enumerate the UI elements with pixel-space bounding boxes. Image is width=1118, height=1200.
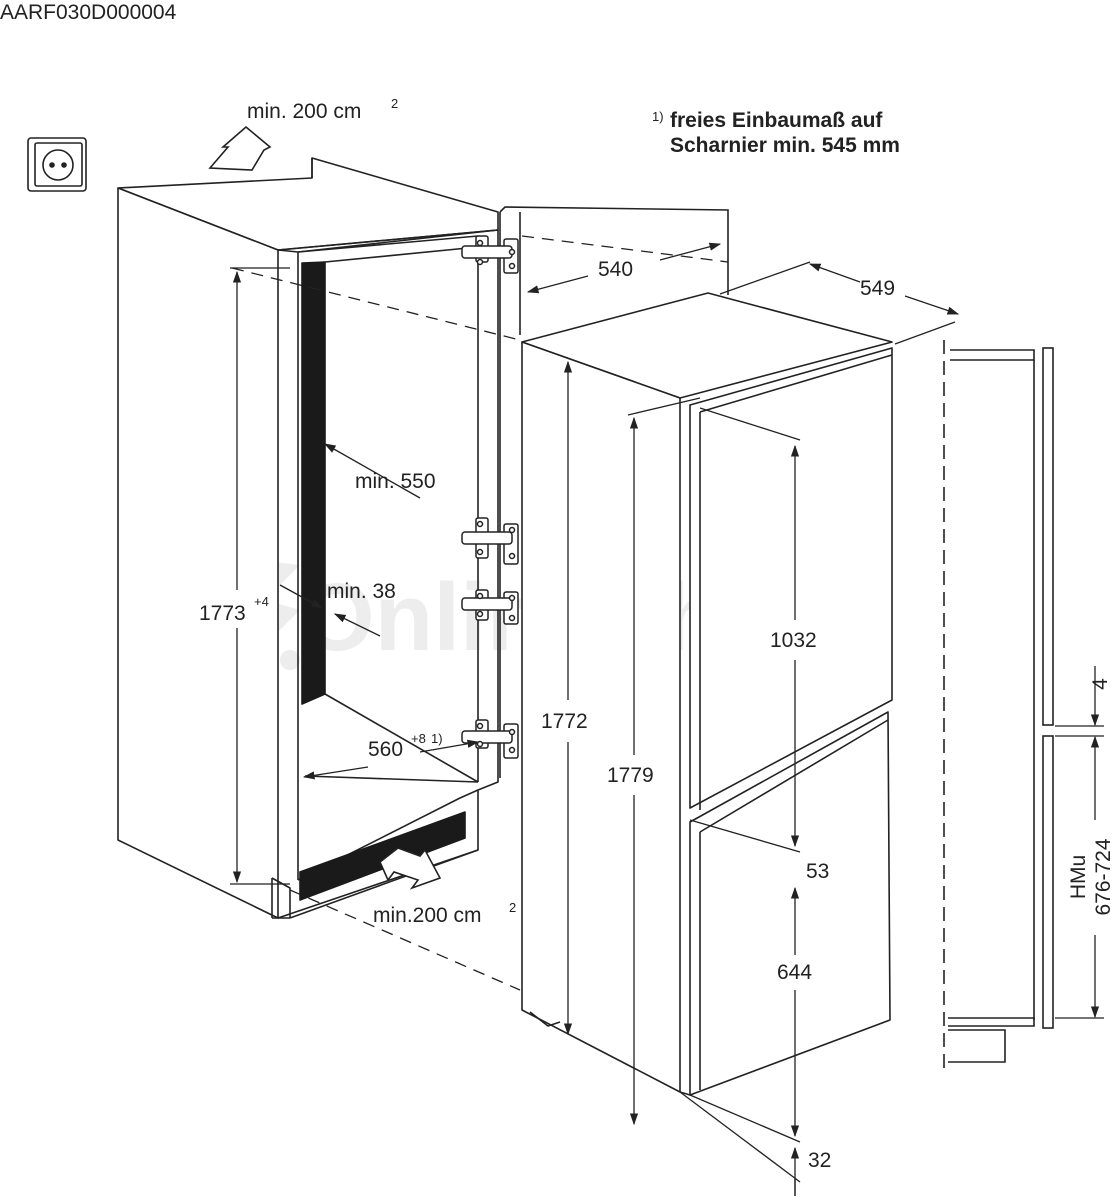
- appliance-dimensions: [526, 242, 960, 1196]
- hinge-mid2-icon: [461, 589, 519, 625]
- niche-height-label: 1773: [199, 602, 246, 625]
- footnote-line-1: freies Einbaumaß auf: [670, 109, 883, 132]
- vent-arrow-bottom: [379, 847, 442, 890]
- footnote-line-2: Scharnier min. 545 mm: [670, 134, 900, 157]
- vent-bottom-label: min.200 cm: [373, 904, 482, 927]
- hmu-label: HMu: [1067, 855, 1090, 899]
- min-550-label: min. 550: [355, 470, 436, 493]
- footnote: 1) freies Einbaumaß auf Scharnier min. 5…: [652, 109, 900, 157]
- dim-32-label: 32: [808, 1149, 831, 1172]
- cabinet: [117, 157, 499, 919]
- document-code: AARF030D000004: [0, 1, 177, 24]
- cabinet-door: [499, 206, 729, 778]
- door-hinges: [461, 235, 519, 759]
- hinge-top-icon: [461, 235, 519, 274]
- dim-549-label: 549: [860, 277, 895, 300]
- dim-644-label: 644: [777, 961, 812, 984]
- dim-540-label: 540: [598, 258, 633, 281]
- min-38-label: min. 38: [327, 580, 396, 603]
- dim-53-label: 53: [806, 860, 829, 883]
- appliance: [521, 292, 893, 1096]
- hmu-range-label: 676-724: [1092, 838, 1115, 915]
- cabinet-dimensions: [230, 235, 729, 991]
- dim-4-label: 4: [1089, 678, 1112, 690]
- vent-bottom-sup: 2: [509, 900, 516, 915]
- footnote-marker: 1): [652, 109, 664, 124]
- wall-socket-icon: [27, 137, 87, 192]
- dim-1032-label: 1032: [770, 629, 817, 652]
- dim-1779-label: 1779: [607, 764, 654, 787]
- niche-width-footnote: 1): [431, 731, 443, 746]
- vent-arrow-top: [208, 125, 272, 171]
- side-dimensions: [1055, 666, 1104, 1019]
- vent-top-label: min. 200 cm: [247, 100, 361, 123]
- hinge-mid1-icon: [461, 517, 519, 565]
- niche-width-label: 560: [368, 738, 403, 761]
- dim-1772-label: 1772: [541, 710, 588, 733]
- niche-height-tolerance: +4: [254, 594, 269, 609]
- vent-top-sup: 2: [391, 96, 398, 111]
- niche-width-tolerance: +8: [411, 731, 426, 746]
- hinge-bottom-icon: [461, 719, 519, 759]
- side-profile: [943, 340, 1054, 1075]
